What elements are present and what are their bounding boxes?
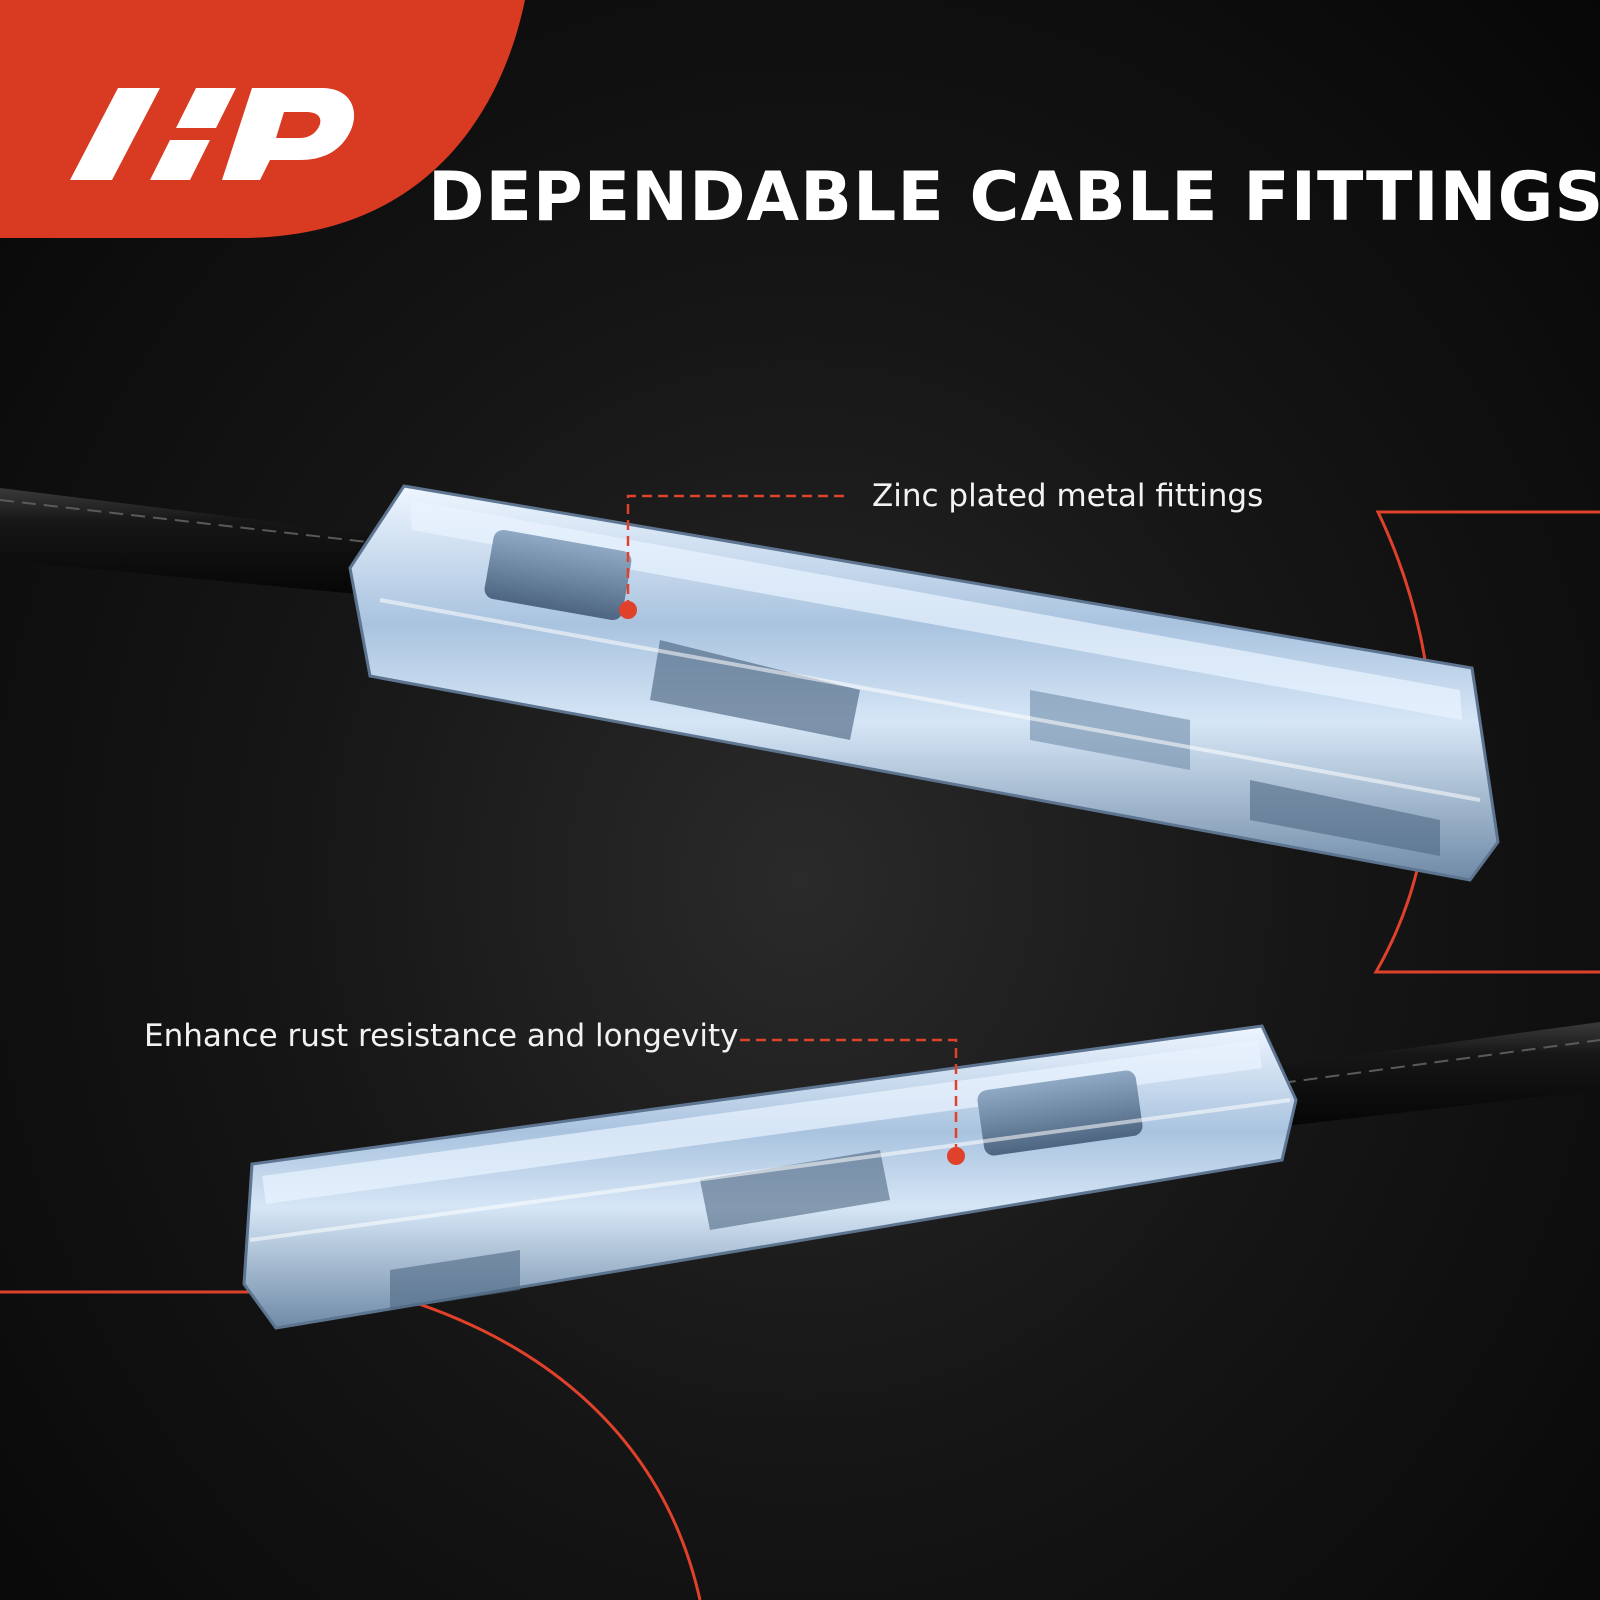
callout-rust-resistance: Enhance rust resistance and longevity xyxy=(144,1018,739,1054)
brand-logo-badge xyxy=(0,0,525,238)
upper-cable xyxy=(0,488,421,600)
callout-leader-top xyxy=(619,494,848,619)
callout-leader-bottom xyxy=(740,1038,965,1165)
brand-logo-icon xyxy=(70,88,355,180)
upper-fitting xyxy=(348,484,1500,882)
lower-fitting xyxy=(242,1024,1298,1330)
callout-zinc-plated: Zinc plated metal fittings xyxy=(872,478,1264,514)
lower-cable xyxy=(1250,1022,1600,1130)
headline: DEPENDABLE CABLE FITTINGS xyxy=(428,158,1600,237)
